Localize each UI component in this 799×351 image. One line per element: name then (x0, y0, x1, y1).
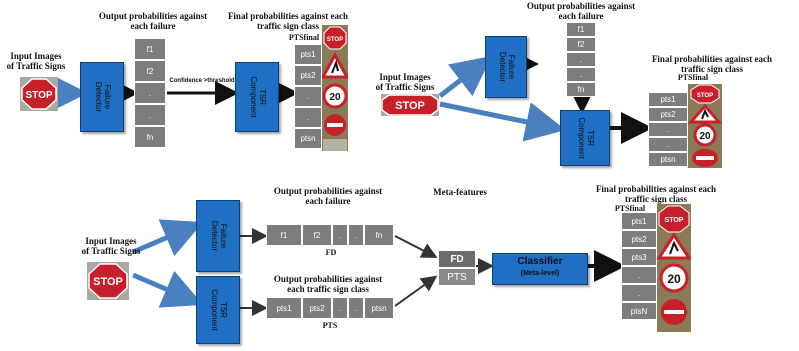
failure-cell: . (348, 224, 364, 246)
arrow-pts-meta (394, 275, 438, 307)
meta-pts-cell: PTS (438, 268, 476, 286)
final-pts-column-3: pts1 pts2 pts3 . . ptsN (621, 212, 657, 320)
arrow-input-tsr-2 (439, 101, 566, 142)
pts-cell: pts1 (294, 44, 322, 65)
classifier-box: Classifier (Meta-level) (492, 253, 588, 285)
pts-column-2: pts1 pts2 . . ptsn (648, 92, 688, 167)
pts-cell: . (294, 107, 322, 128)
pts-cell: ptsn (294, 128, 322, 149)
arrow-input-tsr-3 (132, 270, 204, 308)
pts-cell: . (648, 122, 688, 137)
pts-cell: . (348, 297, 364, 319)
svg-text:STOP: STOP (25, 90, 52, 101)
svg-text:20: 20 (667, 272, 681, 286)
pts-final-label-2: PTSfinal (677, 73, 709, 82)
failure-cell: fn (364, 224, 394, 246)
failure-cell: f1 (134, 38, 166, 60)
svg-text:STOP: STOP (665, 217, 684, 224)
failure-row-3: f1 f2 . . fn (266, 224, 394, 246)
pts-cell: . (621, 284, 657, 302)
classifier-title: Classifier (517, 256, 563, 267)
pts-cell: pts2 (621, 230, 657, 248)
fd-caption: FD (325, 248, 337, 257)
svg-text:STOP: STOP (327, 37, 343, 43)
stop-sign-input-1: STOP (20, 77, 58, 115)
svg-text:STOP: STOP (93, 276, 123, 288)
pts-cell: . (621, 266, 657, 284)
failure-cell: . (332, 224, 348, 246)
pts-column-1: pts1 pts2 . . ptsn (294, 44, 322, 149)
pts-cell: pts2 (648, 107, 688, 122)
svg-text:20: 20 (699, 131, 711, 142)
pts-cell: pts1 (621, 212, 657, 230)
classifier-subtitle: (Meta-level) (520, 270, 560, 277)
pts-cell: . (648, 137, 688, 152)
failure-cell: f2 (302, 224, 332, 246)
failure-column-2: f1 f2 . . fn (566, 22, 596, 97)
pts-cell: ptsN (621, 302, 657, 320)
arrow-input-fd-3 (132, 219, 204, 257)
pts-cell: pts2 (302, 297, 332, 319)
failure-cell: . (566, 67, 596, 82)
pts-cell: ptsn (364, 297, 394, 319)
pts-cell: . (332, 297, 348, 319)
stop-sign-input-2: STOP (381, 94, 439, 120)
pts-cell: . (294, 86, 322, 107)
sign-strip-2: STOP 20 (687, 84, 723, 172)
failure-cell: . (566, 52, 596, 67)
pts-cell: pts3 (621, 248, 657, 266)
failure-cell: fn (134, 126, 166, 148)
failure-cell: . (134, 104, 166, 126)
arrow-input-fd-2 (438, 55, 492, 98)
svg-text:20: 20 (329, 92, 341, 103)
pts-cell: pts2 (294, 65, 322, 86)
failure-cell: . (134, 82, 166, 104)
arrow-fd-meta (394, 235, 438, 258)
stop-sign-input-3: STOP (87, 262, 129, 304)
failure-cell: f1 (266, 224, 302, 246)
meta-fd-cell: FD (438, 250, 476, 268)
pts-cell: ptsn (648, 152, 688, 167)
failure-cell: f1 (566, 22, 596, 37)
pts-final-label-3: PTSfinal (614, 204, 646, 213)
failure-cell: fn (566, 82, 596, 97)
svg-text:STOP: STOP (697, 93, 713, 99)
pts-cell: pts1 (266, 297, 302, 319)
failure-cell: f2 (566, 37, 596, 52)
pts-final-label-1: PTSfinal (288, 33, 320, 42)
failure-cell: f2 (134, 60, 166, 82)
pts-row-3: pts1 pts2 . . ptsn (266, 297, 394, 319)
svg-text:STOP: STOP (395, 100, 425, 112)
sign-strip-3: STOP 20 (656, 204, 692, 336)
meta-features-label: Meta-features (433, 187, 487, 197)
threshold-label: Confidence >threshold (169, 78, 235, 84)
pts-cell: pts1 (648, 92, 688, 107)
sign-strip-1: STOP 20 (320, 25, 350, 155)
failure-column-1: f1 f2 . . fn (134, 38, 166, 148)
pts-caption: PTS (322, 321, 338, 330)
